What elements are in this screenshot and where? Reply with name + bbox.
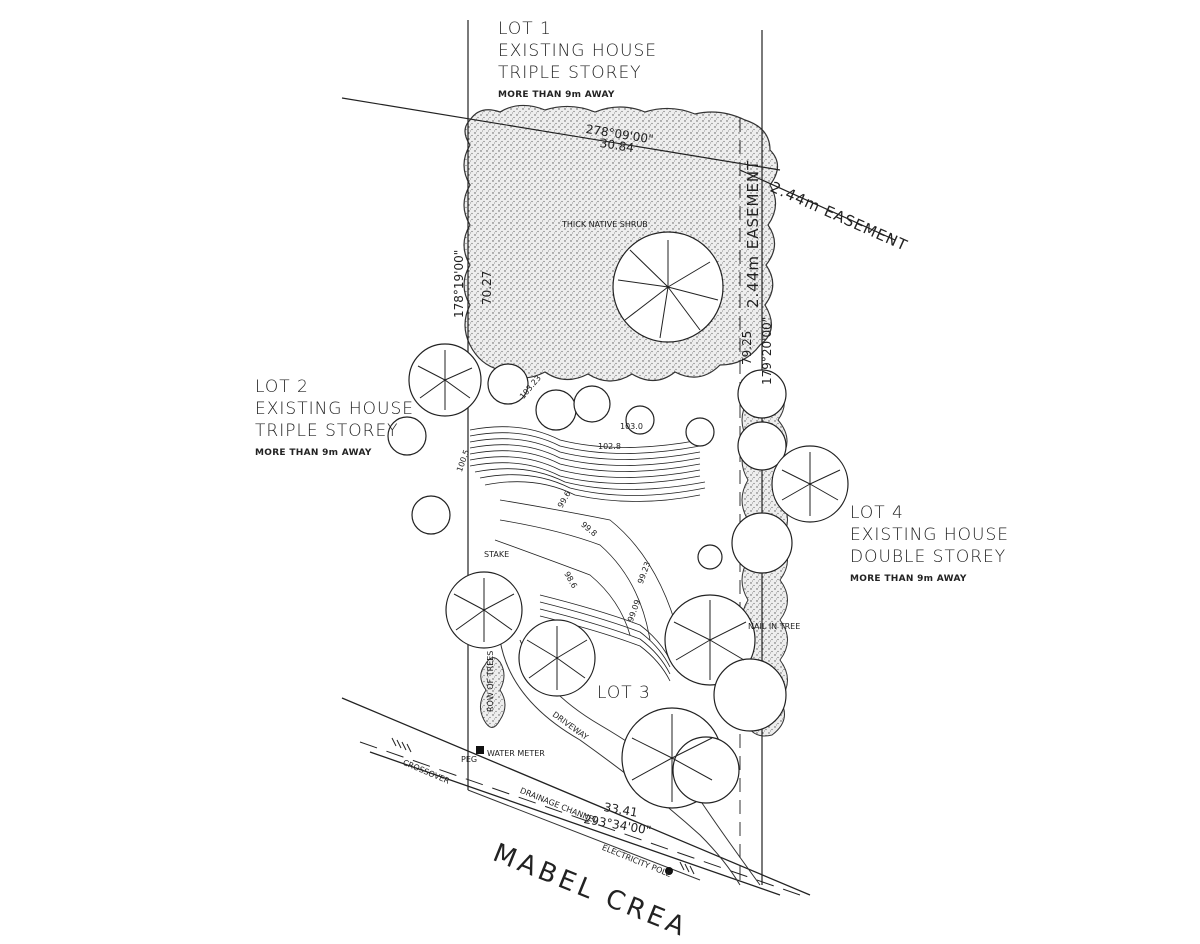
lot2-label: LOT 2 EXISTING HOUSE TRIPLE STOREY MORE … bbox=[255, 377, 415, 458]
lot3-label: LOT 3 bbox=[597, 683, 651, 703]
electricity-pole-marker bbox=[665, 867, 673, 875]
east-bearing-label: 179°20'00" bbox=[760, 316, 774, 385]
thick-native-shrub-label: THICK NATIVE SHRUB bbox=[562, 220, 648, 229]
east-length-label: 79.25 bbox=[740, 330, 754, 365]
easement-vertical-label: 2.44m EASEMENT bbox=[744, 159, 762, 308]
lot4-label: LOT 4 EXISTING HOUSE DOUBLE STOREY MORE … bbox=[850, 503, 1010, 584]
frontage-line bbox=[369, 751, 781, 896]
west-bearing-label: 178°19'00" bbox=[452, 249, 466, 318]
stake-label: STAKE bbox=[484, 550, 510, 559]
water-meter-marker bbox=[476, 746, 484, 754]
north-boundary bbox=[341, 97, 781, 171]
contour-label: 103.0 bbox=[620, 422, 643, 431]
row-of-trees-strip bbox=[480, 657, 506, 728]
tree-symbol bbox=[737, 369, 787, 419]
site-plan-drawing bbox=[341, 20, 896, 896]
water-meter-label: WATER METER bbox=[487, 749, 545, 758]
tree-symbol bbox=[737, 421, 787, 471]
contour-label: 102.8 bbox=[598, 442, 621, 451]
tree-symbol bbox=[697, 544, 723, 570]
tree-symbol bbox=[573, 385, 611, 423]
west-length-label: 70.27 bbox=[480, 270, 494, 305]
tree-symbol bbox=[387, 416, 427, 456]
tree-symbol bbox=[685, 417, 715, 447]
peg-label: PEG bbox=[461, 755, 478, 764]
easement-diagonal bbox=[739, 169, 896, 241]
row-of-trees-label: ROW OF TREES bbox=[486, 650, 495, 712]
nail-in-tree-label: NAIL IN TREE bbox=[748, 622, 801, 631]
tree-symbol bbox=[672, 736, 740, 804]
tree-symbol bbox=[487, 363, 529, 405]
lot1-label: LOT 1 EXISTING HOUSE TRIPLE STOREY MORE … bbox=[498, 19, 658, 100]
tree-symbol bbox=[411, 495, 451, 535]
tree-symbol bbox=[713, 658, 787, 732]
tree-symbol bbox=[535, 389, 577, 431]
tree-symbol bbox=[731, 512, 793, 574]
road-edge-line bbox=[341, 697, 811, 896]
tree-symbol bbox=[625, 405, 655, 435]
